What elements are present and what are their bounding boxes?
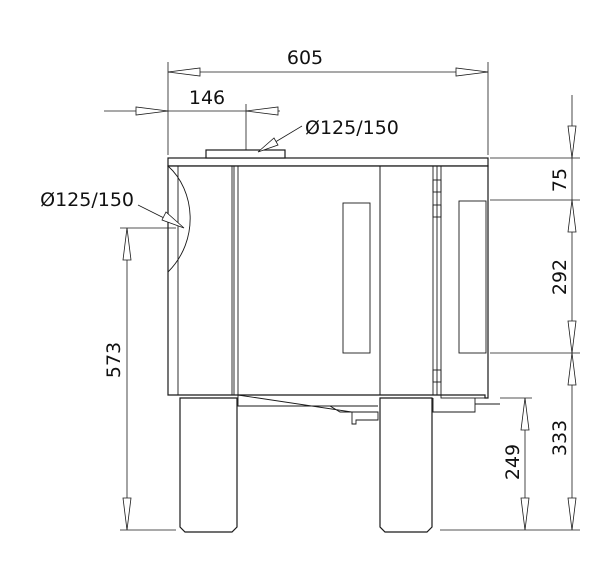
dim-right-chain: 75 292 333: [440, 95, 580, 531]
side-flue-diameter-label: Ø125/150: [40, 189, 134, 211]
base-plate: [237, 394, 379, 425]
side-glass: [458, 200, 487, 354]
right-leg: [379, 397, 433, 533]
side-flue-bulge: [167, 165, 191, 273]
dim-pedestal-height: 249: [500, 397, 532, 531]
dim-top-to-glass-label: 75: [549, 168, 571, 192]
dim-glass-height-label: 292: [549, 259, 571, 295]
door-window: [342, 202, 371, 354]
dim-side-flue-height: 573: [103, 227, 176, 531]
label-side-flue: Ø125/150: [40, 189, 185, 229]
dim-flue-offset-label: 146: [189, 87, 225, 109]
stove-body: [167, 149, 500, 425]
dim-flue-offset: 146: [104, 87, 280, 150]
dim-glass-to-floor-label: 333: [549, 420, 571, 456]
top-flue-collar: [205, 149, 286, 159]
top-flue-diameter-label: Ø125/150: [305, 117, 399, 139]
dim-overall-width-label: 605: [287, 47, 323, 69]
left-panel: [177, 165, 233, 396]
legs: [179, 397, 433, 533]
dim-side-flue-height-label: 573: [103, 342, 125, 378]
body-outline: [167, 165, 489, 399]
left-leg: [179, 397, 238, 533]
dim-overall-width: 605: [167, 47, 489, 155]
side-glass-frame: [440, 165, 489, 399]
rear-bracket: [432, 398, 500, 413]
hinge-detail: [432, 166, 442, 395]
right-panel: [379, 165, 434, 396]
top-plate: [167, 157, 489, 167]
dim-pedestal-height-label: 249: [502, 444, 524, 480]
label-top-flue: Ø125/150: [257, 117, 399, 153]
